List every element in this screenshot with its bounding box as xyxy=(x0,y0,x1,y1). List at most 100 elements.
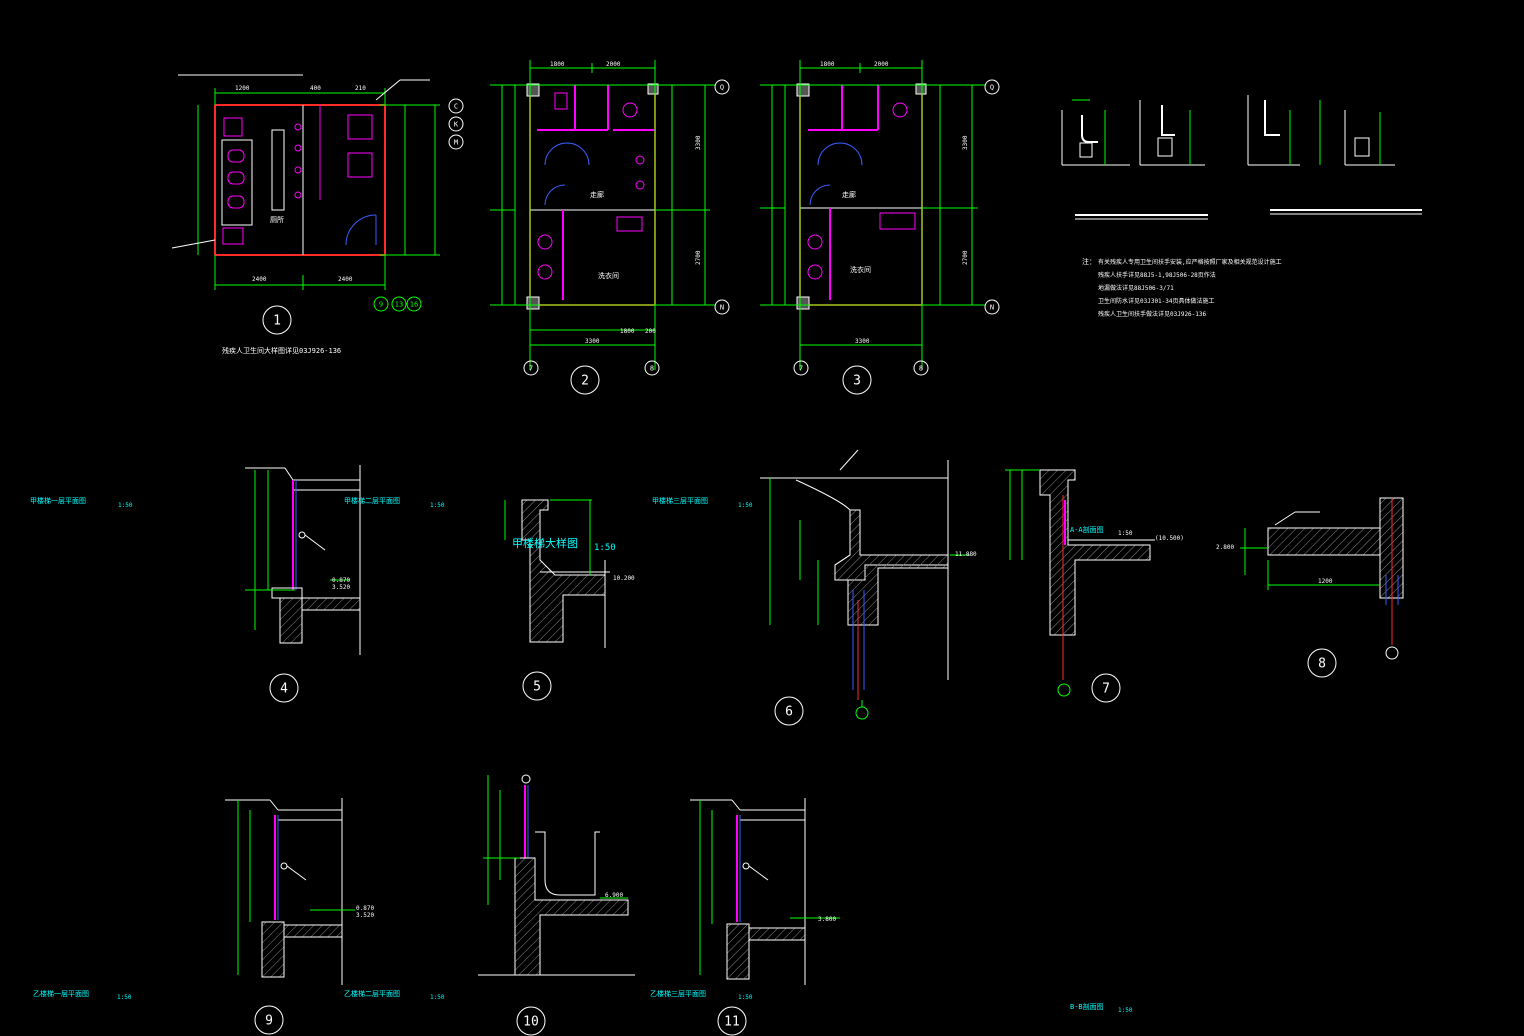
title-jia-floor2-scale: 1:50 xyxy=(430,502,445,509)
detail-number-2: 2 xyxy=(570,365,600,395)
title-yi-floor1: 乙楼梯一层平面图 xyxy=(33,989,89,998)
plan1-dim-top-2: 400 xyxy=(310,85,321,92)
title-bb-section-scale: 1:50 xyxy=(1118,1007,1133,1014)
svg-text:9: 9 xyxy=(265,1014,273,1029)
svg-text:Q: Q xyxy=(720,83,724,91)
notes-line-3: 地漏做法详见88J506-3/71 xyxy=(1098,284,1174,292)
detail-number-9: 9 xyxy=(254,1005,284,1035)
svg-text:5: 5 xyxy=(533,680,541,695)
title-yi-floor2: 乙楼梯二层平面图 xyxy=(344,989,400,998)
section-8 xyxy=(1240,497,1404,660)
axis-plan2-8: 8 xyxy=(644,360,660,376)
svg-text:7: 7 xyxy=(529,364,533,372)
elevation-7: (10.500) xyxy=(1155,535,1184,542)
title-stair-detail: 甲楼梯大样图 xyxy=(512,536,578,550)
svg-text:7: 7 xyxy=(1102,682,1110,697)
axis-plan2-7: 7 xyxy=(523,360,539,376)
elevation-9b: 3.520 xyxy=(356,912,374,919)
svg-text:13: 13 xyxy=(395,300,403,308)
svg-text:10: 10 xyxy=(523,1015,539,1030)
svg-text:6: 6 xyxy=(785,705,793,720)
notes-line-2: 残疾人扶手详见88J5-1,98J506-28页作法 xyxy=(1098,271,1216,279)
axis-plan3-7: 7 xyxy=(793,360,809,376)
plan1-dim-bottom-2: 2400 xyxy=(338,276,353,283)
section-10 xyxy=(478,774,635,976)
handrail-details xyxy=(1061,95,1422,220)
axis-plan2-N: N xyxy=(714,299,730,315)
svg-text:N: N xyxy=(990,303,994,311)
plan-2 xyxy=(490,60,715,370)
plan2-corridor-label: 走廊 xyxy=(590,190,604,199)
svg-text:K: K xyxy=(454,120,459,128)
detail-number-1: 1 xyxy=(262,305,292,335)
plan2-dim-bottom-3: 200 xyxy=(645,328,656,335)
svg-text:8: 8 xyxy=(1318,657,1326,672)
detail-number-10: 10 xyxy=(516,1006,546,1036)
title-jia-floor1: 甲楼梯一层平面图 xyxy=(30,496,86,505)
plan3-dim-bottom-1: 3300 xyxy=(855,338,870,345)
axis-plan1-13: 13 xyxy=(391,296,407,312)
elevation-9: 0.870 xyxy=(356,905,374,912)
plan2-dim-bottom-2: 1800 xyxy=(620,328,635,335)
detail-number-6: 6 xyxy=(774,696,804,726)
axis-plan1-C: C xyxy=(448,98,464,114)
svg-text:Q: Q xyxy=(990,83,994,91)
plan2-dim-top-1: 1800 xyxy=(550,61,565,68)
plan1-note: 残疾人卫生间大样图详见03J926-136 xyxy=(222,346,341,355)
section-9 xyxy=(225,798,355,985)
plan1-dim-top-1: 1200 xyxy=(235,85,250,92)
plan2-room-label: 洗衣间 xyxy=(598,271,619,280)
plan1-dim-bottom-1: 2400 xyxy=(252,276,267,283)
notes-line-4: 卫生间防水详见03J301-34页具体做法施工 xyxy=(1098,297,1215,305)
axis-plan1-9: 9 xyxy=(373,296,389,312)
axis-plan3-Q: Q xyxy=(984,79,1000,95)
svg-text:N: N xyxy=(720,303,724,311)
plan3-dim-top-2: 2000 xyxy=(874,61,889,68)
svg-text:8: 8 xyxy=(650,364,654,372)
plan2-dim-bottom-1: 3300 xyxy=(585,338,600,345)
plan3-corridor-label: 走廊 xyxy=(842,190,856,199)
svg-text:M: M xyxy=(454,138,458,146)
svg-text:11: 11 xyxy=(724,1015,740,1030)
svg-text:C: C xyxy=(454,102,458,110)
plan-3 xyxy=(760,60,985,370)
title-aa-section: A-A剖面图 xyxy=(1070,525,1104,534)
aa-section-scale: 1:50 xyxy=(1118,530,1133,537)
plan-1 xyxy=(171,74,440,290)
plan3-dim-right-2: 2700 xyxy=(962,250,969,265)
svg-text:1: 1 xyxy=(273,314,281,329)
plan3-dim-right-1: 3300 xyxy=(962,135,969,150)
detail-number-8: 8 xyxy=(1307,648,1337,678)
svg-text:4: 4 xyxy=(280,682,288,697)
plan2-dim-right-1: 3300 xyxy=(695,135,702,150)
section-5 xyxy=(504,499,610,648)
axis-plan3-N: N xyxy=(984,299,1000,315)
title-yi-floor2-scale: 1:50 xyxy=(430,994,445,1001)
detail-number-11: 11 xyxy=(717,1006,747,1036)
detail-number-4: 4 xyxy=(269,673,299,703)
detail-number-5: 5 xyxy=(522,671,552,701)
plan1-dim-top-3: 210 xyxy=(355,85,366,92)
notes-line-5: 残疾人卫生间扶手做法详见03J926-136 xyxy=(1098,310,1207,318)
notes-line-1: 有关残疾人专用卫生间扶手安装,应严格按照厂家及相关规范设计施工 xyxy=(1098,258,1282,266)
plan2-dim-top-2: 2000 xyxy=(606,61,621,68)
title-yi-floor3-scale: 1:50 xyxy=(738,994,753,1001)
title-jia-floor3-scale: 1:50 xyxy=(738,502,753,509)
plan2-dim-right-2: 2700 xyxy=(695,250,702,265)
elevation-6: 11.880 xyxy=(955,551,977,558)
elevation-4: 0.870 xyxy=(332,577,350,584)
section-11 xyxy=(690,798,840,985)
detail-number-3: 3 xyxy=(842,365,872,395)
svg-text:3: 3 xyxy=(853,374,861,389)
axis-plan2-Q: Q xyxy=(714,79,730,95)
plan1-room-label: 厕所 xyxy=(270,215,284,224)
title-jia-floor1-scale: 1:50 xyxy=(118,502,133,509)
axis-plan1-K: K xyxy=(448,116,464,132)
axis-plan1-M: M xyxy=(448,134,464,150)
axis-plan1-16: 16 xyxy=(406,296,422,312)
section-6 xyxy=(760,449,970,720)
svg-text:9: 9 xyxy=(379,300,383,308)
svg-text:16: 16 xyxy=(410,300,418,308)
title-yi-floor1-scale: 1:50 xyxy=(117,994,132,1001)
